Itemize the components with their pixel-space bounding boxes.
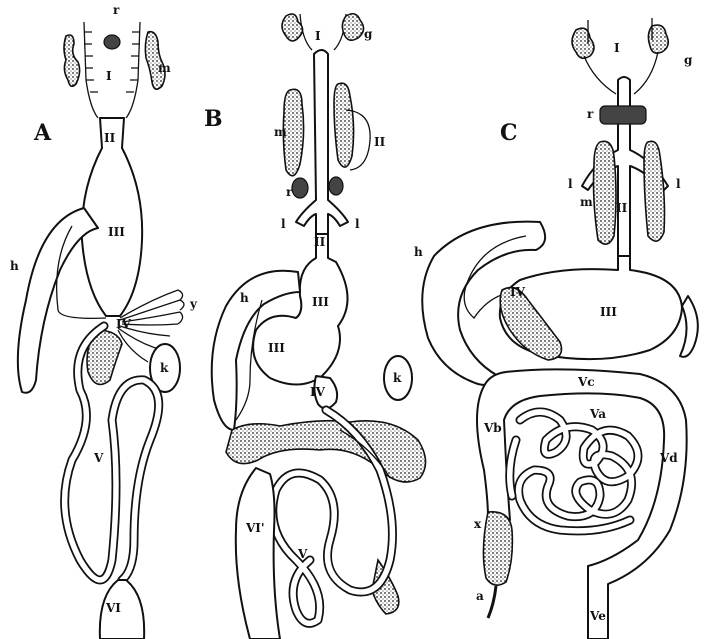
- panel-b-pharynx: [300, 14, 346, 50]
- panel-b-gland-g-left: [282, 14, 303, 41]
- panel-b-label-II-lower: II: [314, 235, 326, 249]
- panel-b-gland-g-right: [342, 14, 363, 41]
- panel-a-salivary-left: [64, 35, 80, 86]
- panel-b-label-VI: VI': [245, 521, 265, 535]
- panel-c-salivary-right: [644, 141, 665, 241]
- panel-b-label-k: k: [393, 371, 402, 385]
- panel-c-gland-g-left: [572, 28, 594, 58]
- panel-c-label-II: II: [616, 201, 628, 215]
- panel-b-label-g: g: [364, 27, 373, 41]
- panel-c-label-l-right: l: [676, 177, 681, 191]
- panel-c-label-r: r: [587, 107, 594, 121]
- panel-c-label-Vc: Vc: [577, 375, 595, 389]
- panel-b-label-r: r: [286, 185, 293, 199]
- panel-a-label-VI: VI: [105, 601, 121, 615]
- panel-b-label-IV: IV: [310, 385, 326, 399]
- panel-b-label-h: h: [240, 291, 249, 305]
- panel-b-salivary-right: [334, 83, 354, 167]
- panel-b: B k I g m II r l: [204, 14, 426, 639]
- panel-c-label-Vb: Vb: [483, 421, 502, 435]
- panel-c-salivary-left: [594, 141, 617, 244]
- panel-b-letter: B: [204, 106, 223, 132]
- panel-c-duct-a: [488, 586, 496, 618]
- panel-b-rectum-vi: [236, 468, 280, 639]
- panel-b-label-m: m: [274, 125, 287, 139]
- panel-c-label-Vd: Vd: [659, 451, 678, 465]
- panel-c-label-Va: Va: [589, 407, 606, 421]
- panel-c-label-h: h: [414, 245, 423, 259]
- panel-b-reservoir-left: [292, 178, 308, 198]
- panel-a-label-r: r: [113, 3, 120, 17]
- panel-b-label-III-lower: III: [268, 341, 285, 355]
- panel-a-label-I: I: [106, 69, 112, 83]
- panel-c-letter: C: [500, 120, 518, 146]
- panel-c-side-lobe: [680, 296, 698, 357]
- panel-c-label-Ve: Ve: [589, 609, 606, 623]
- panel-c-reservoir-r: [600, 106, 646, 124]
- panel-c-label-l-left: l: [568, 177, 573, 191]
- panel-b-label-V: V: [297, 547, 308, 561]
- panel-b-crop-iii: [253, 234, 347, 385]
- panel-c-label-x: x: [474, 517, 482, 531]
- panel-a-label-V: V: [93, 451, 104, 465]
- panel-c-label-m: m: [580, 195, 593, 209]
- panel-a-letter: A: [33, 120, 52, 146]
- panel-c-sac-x: [483, 512, 512, 585]
- panel-a-label-m: m: [158, 61, 171, 75]
- panel-a-label-II: II: [104, 131, 116, 145]
- panel-c-label-III: III: [600, 305, 617, 319]
- panel-a-label-III: III: [108, 225, 125, 239]
- panel-a-gland-r: [104, 35, 120, 49]
- panel-a-label-k: k: [160, 361, 169, 375]
- panel-b-label-III-upper: III: [312, 295, 329, 309]
- panel-a: A y k r I m II I: [10, 3, 198, 639]
- panel-a-label-y: y: [189, 297, 198, 311]
- panel-c-label-I: I: [614, 41, 620, 55]
- panel-b-label-l-right: l: [355, 217, 360, 231]
- panel-c: C I g r l l m II h IV: [414, 18, 698, 639]
- panel-c-label-a: a: [476, 589, 484, 603]
- panel-b-reservoir-right: [329, 177, 343, 195]
- panel-b-label-l-left: l: [281, 217, 286, 231]
- panel-a-label-h: h: [10, 259, 19, 273]
- panel-a-label-IV: IV: [116, 317, 132, 331]
- panel-b-label-II-right: II: [374, 135, 386, 149]
- panel-c-label-g: g: [684, 53, 693, 67]
- panel-c-label-IV: IV: [510, 285, 526, 299]
- panel-b-label-I: I: [315, 29, 321, 43]
